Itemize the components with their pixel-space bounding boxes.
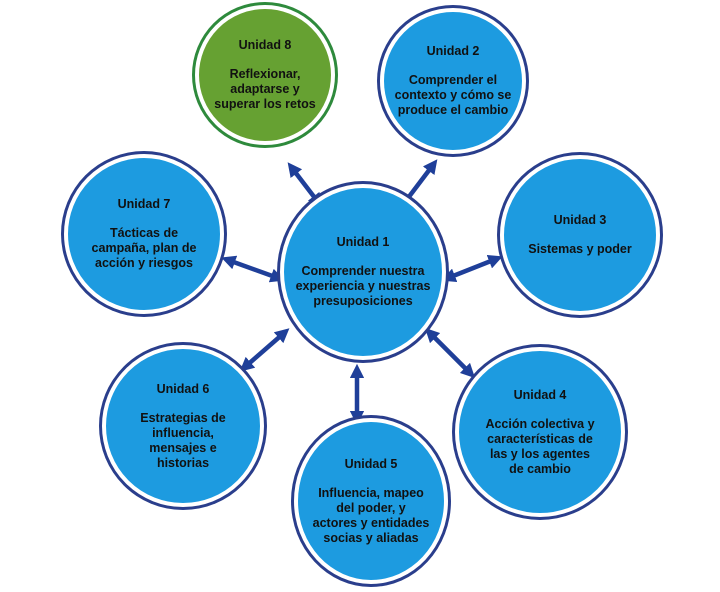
unit-4-node: Unidad 4 Acción colectiva y característi… [455,347,625,517]
unit-2-description: Comprender el contexto y cómo se produce… [394,73,512,117]
unit-5-title: Unidad 5 [344,456,398,471]
arrow-u1-u4 [424,327,476,379]
unit-6-title: Unidad 6 [156,381,210,396]
unit-6-node: Unidad 6 Estrategias de influencia, mens… [102,345,264,507]
unit-8-description: Reflexionar, adaptarse y superar los ret… [214,67,316,111]
unit-4-title: Unidad 4 [513,387,567,402]
unit-8-node: Unidad 8 Reflexionar, adaptarse y supera… [195,5,335,145]
unit-5-node: Unidad 5 Influencia, mapeo del poder, y … [294,418,448,584]
unit-7-node: Unidad 7 Tácticas de campaña, plan de ac… [64,154,224,314]
unit-2-node: Unidad 2 Comprender el contexto y cómo s… [380,8,526,154]
unit-4-description: Acción colectiva y características de la… [485,416,595,476]
unit-5-description: Influencia, mapeo del poder, y actores y… [312,485,430,545]
arrow-u1-u3 [441,254,503,283]
unit-1-node: Unidad 1 Comprender nuestra experiencia … [280,184,446,360]
arrow-u1-u6 [239,328,290,372]
unit-3-description: Sistemas y poder [528,242,632,256]
arrow-u1-u8 [287,162,323,208]
unit-3-title: Unidad 3 [553,213,607,227]
unit-7-description: Tácticas de campaña, plan de acción y ri… [91,226,197,270]
unit-8-title: Unidad 8 [238,38,292,52]
arrow-u1-u2 [400,159,438,208]
unit-3-node: Unidad 3 Sistemas y poder [500,155,660,315]
unit-2-title: Unidad 2 [426,44,480,58]
unit-1-title: Unidad 1 [336,235,390,249]
arrow-u1-u7 [221,255,285,283]
unit-1-description: Comprender nuestra experiencia y nuestra… [295,264,431,308]
unit-6-description: Estrategias de influencia, mensajes e hi… [140,410,226,470]
unit-7-title: Unidad 7 [117,197,171,211]
